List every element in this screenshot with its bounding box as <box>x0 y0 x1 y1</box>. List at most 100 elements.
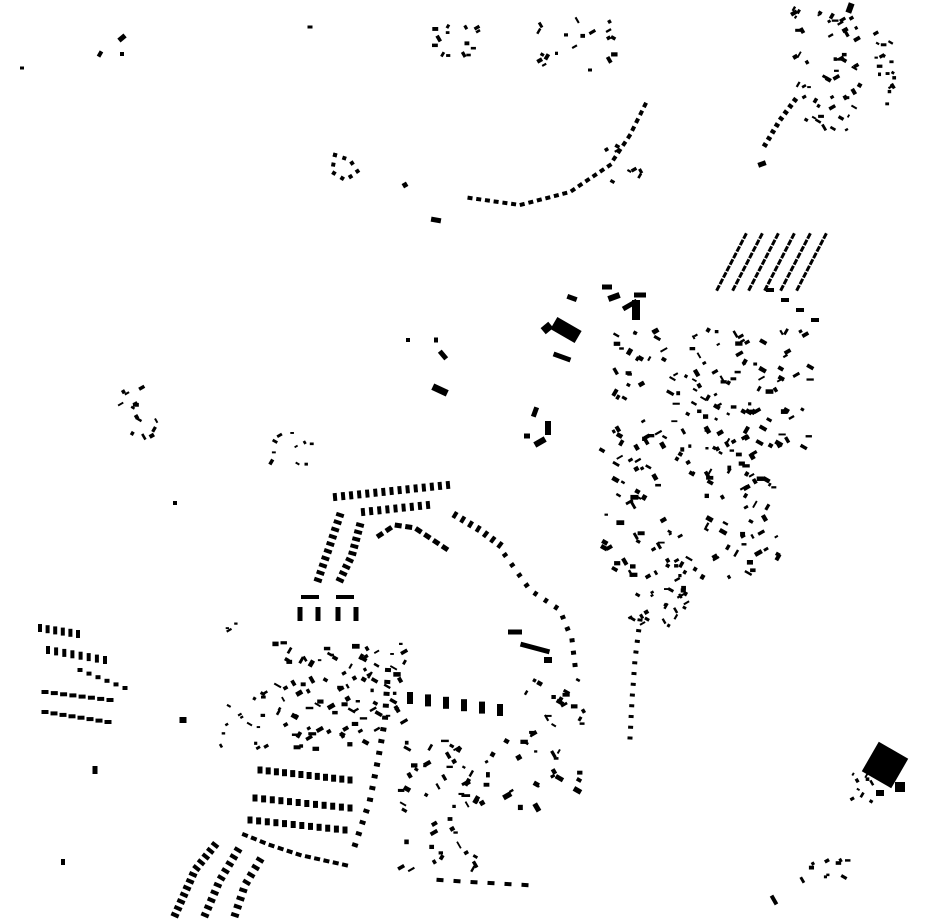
building <box>221 732 226 735</box>
building <box>575 677 581 683</box>
building <box>828 104 837 111</box>
building <box>744 258 751 266</box>
building <box>378 738 385 744</box>
building <box>890 82 896 90</box>
building <box>715 284 721 292</box>
building <box>676 391 681 396</box>
building <box>479 701 485 714</box>
building <box>706 475 714 480</box>
building <box>790 9 798 17</box>
building <box>385 714 391 717</box>
building <box>774 534 779 539</box>
building <box>616 147 623 155</box>
building <box>430 820 438 827</box>
building <box>676 593 684 599</box>
building <box>634 488 641 495</box>
building <box>601 538 609 546</box>
building <box>570 704 578 709</box>
building <box>831 19 839 22</box>
building <box>440 51 446 58</box>
building <box>348 663 353 669</box>
building <box>487 880 495 886</box>
building <box>576 182 584 189</box>
building <box>598 447 606 454</box>
building <box>678 560 685 569</box>
building <box>347 776 353 784</box>
building <box>382 703 389 708</box>
building <box>791 6 797 12</box>
building <box>120 389 126 395</box>
building <box>732 252 738 259</box>
building <box>777 115 785 122</box>
building <box>725 380 732 386</box>
building <box>730 377 737 381</box>
building <box>722 520 729 526</box>
building <box>659 441 667 450</box>
building <box>854 25 859 31</box>
building <box>818 239 825 246</box>
building <box>451 758 458 765</box>
building <box>755 439 764 447</box>
building <box>742 464 750 468</box>
building <box>383 691 390 696</box>
building <box>78 651 83 660</box>
building <box>425 500 431 510</box>
building <box>668 532 673 536</box>
building <box>230 911 240 919</box>
building <box>185 877 195 885</box>
building <box>519 201 526 207</box>
building <box>639 621 646 626</box>
building <box>770 271 776 279</box>
building <box>464 801 470 808</box>
building <box>730 438 737 445</box>
building <box>746 560 753 565</box>
building <box>341 862 349 868</box>
building <box>471 860 479 869</box>
building <box>621 140 628 147</box>
building <box>674 456 680 462</box>
building <box>120 52 124 56</box>
building <box>801 83 807 89</box>
building <box>777 365 785 372</box>
building <box>342 826 348 834</box>
building <box>41 690 49 694</box>
building <box>783 328 789 336</box>
building <box>460 51 467 58</box>
building <box>828 12 835 20</box>
building <box>725 265 731 272</box>
building <box>812 97 819 104</box>
building <box>793 15 798 20</box>
building <box>333 825 339 833</box>
building <box>823 875 828 879</box>
building <box>748 452 756 461</box>
building <box>366 797 374 803</box>
building <box>782 407 790 414</box>
building <box>757 265 763 272</box>
building <box>740 408 747 415</box>
building <box>351 721 359 726</box>
building <box>682 569 688 575</box>
building <box>331 774 337 782</box>
building <box>725 544 731 551</box>
building <box>625 347 634 356</box>
building <box>783 245 789 253</box>
building <box>459 515 467 524</box>
building <box>588 68 592 72</box>
building <box>714 330 719 334</box>
building <box>742 492 749 499</box>
building <box>661 618 667 625</box>
building <box>373 662 380 668</box>
building <box>551 695 556 699</box>
building <box>385 505 390 514</box>
building <box>767 482 772 487</box>
building <box>299 822 305 829</box>
building <box>331 170 337 176</box>
building <box>636 354 645 362</box>
building <box>696 352 702 359</box>
building <box>743 434 751 441</box>
building <box>446 54 451 57</box>
building <box>740 531 746 537</box>
building <box>769 894 779 906</box>
building <box>291 733 300 736</box>
building <box>87 695 95 700</box>
